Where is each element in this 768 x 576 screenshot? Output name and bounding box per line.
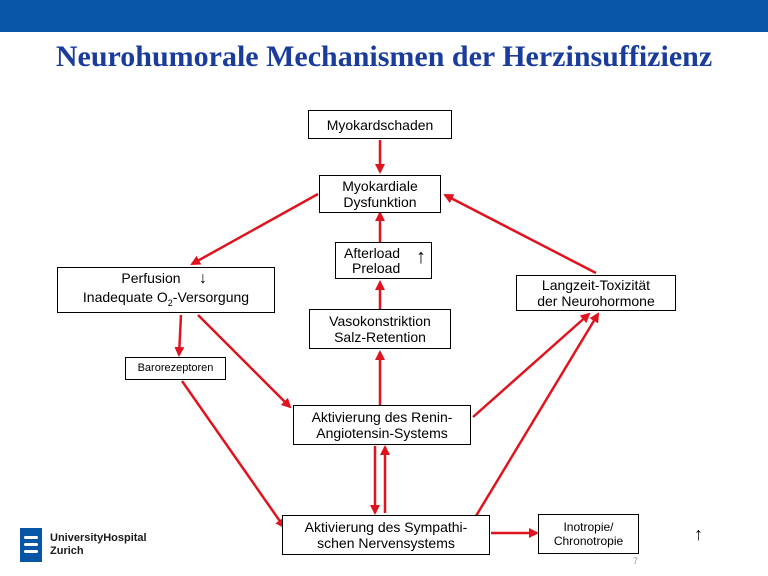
node-langzeit-line2: der Neurohormone — [537, 293, 655, 309]
node-afterload: Afterload Preload ↑ — [335, 242, 432, 279]
slide-number: 7 — [633, 556, 639, 566]
node-perfusion-line2: Inadequate O2-Versorgung — [83, 289, 249, 311]
node-vasokonstriktion: Vasokonstriktion Salz-Retention — [309, 309, 451, 349]
node-myokardschaden: Myokardschaden — [308, 110, 452, 139]
node-inotropie: Inotropie/ Chronotropie — [538, 514, 639, 554]
node-perfusion-line1: Perfusion — [121, 269, 181, 286]
node-dysfunktion-line1: Myokardiale — [342, 178, 418, 194]
node-sympathikus: Aktivierung des Sympathi- schen Nervensy… — [282, 515, 490, 555]
hospital-logo-line1: UniversityHospital — [50, 532, 147, 544]
node-perfusion-line2-sub: 2 — [167, 297, 173, 308]
node-perfusion: Perfusion Inadequate O2-Versorgung ↓ — [57, 267, 275, 313]
node-barorezeptoren: Barorezeptoren — [125, 357, 226, 380]
node-sympathikus-line2: schen Nervensystems — [317, 535, 455, 551]
hospital-logo: UniversityHospital Zurich — [20, 528, 147, 562]
node-sympathikus-line1: Aktivierung des Sympathi- — [304, 519, 468, 535]
node-afterload-line2: Preload — [352, 259, 401, 276]
afterload-up-arrow-icon: ↑ — [416, 246, 426, 268]
node-inotropie-line1: Inotropie/ — [563, 520, 614, 534]
arrow-langzeit-dysfunktion — [443, 193, 597, 275]
page-title: Neurohumorale Mechanismen der Herzinsuff… — [55, 40, 713, 73]
node-raas: Aktivierung des Renin- Angiotensin-Syste… — [293, 405, 471, 445]
hospital-logo-line2: Zurich — [50, 545, 84, 557]
hospital-logo-text: UniversityHospital Zurich — [50, 532, 147, 558]
arrow-dysfunktion-perfusion — [190, 192, 319, 266]
node-afterload-line1: Afterload — [344, 244, 401, 261]
node-langzeit: Langzeit-Toxizität der Neurohormone — [516, 275, 676, 311]
node-perfusion-line2-pre: Inadequate O — [82, 288, 168, 305]
node-vasokonstriktion-line1: Vasokonstriktion — [329, 313, 431, 329]
node-inotropie-line2: Chronotropie — [553, 534, 624, 548]
perfusion-down-arrow-icon: ↓ — [199, 270, 207, 287]
node-raas-line2: Angiotensin-Systems — [316, 425, 448, 441]
node-perfusion-line2-post: -Versorgung — [172, 288, 250, 305]
arrow-baro-sympathikus — [180, 380, 286, 529]
node-langzeit-line1: Langzeit-Toxizität — [541, 277, 651, 293]
node-vasokonstriktion-line2: Salz-Retention — [334, 329, 426, 345]
hospital-logo-icon — [20, 528, 42, 562]
node-dysfunktion-line2: Dysfunktion — [343, 194, 417, 210]
node-dysfunktion: Myokardiale Dysfunktion — [319, 175, 441, 213]
arrow-perfusion-baro — [174, 314, 185, 357]
top-bar — [0, 0, 768, 32]
node-raas-line1: Aktivierung des Renin- — [311, 409, 453, 425]
node-myokardschaden-line1: Myokardschaden — [326, 116, 434, 133]
arrow-sympathikus-langzeit — [474, 312, 600, 517]
stray-up-arrow-icon: ↑ — [694, 524, 703, 544]
node-barorezeptoren-line1: Barorezeptoren — [137, 362, 214, 374]
arrow-raas-langzeit — [472, 312, 591, 418]
